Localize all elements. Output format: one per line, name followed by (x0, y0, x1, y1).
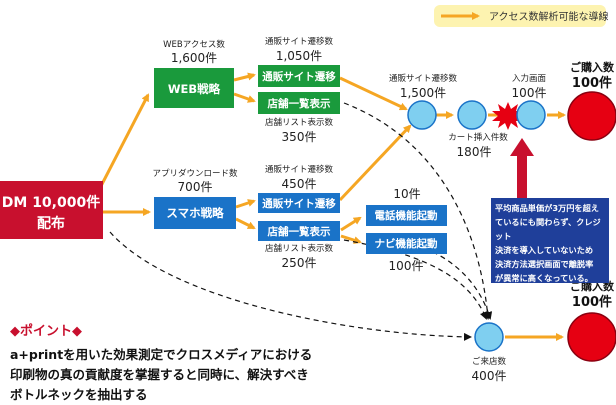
note-line: が異常に高くなっている。 (495, 273, 593, 283)
source-box: DM 10,000件 配布 (0, 181, 103, 239)
arrow-dm-to-web (98, 93, 150, 189)
web-count: 1,600件 (171, 51, 217, 65)
app-caption: アプリダウンロード数 (152, 168, 238, 179)
app-strategy-box (154, 197, 236, 229)
phone-label: 電話機能起動 (375, 209, 438, 222)
note-line: 決済方法選択画面で離脱率 (495, 259, 594, 269)
phone-count: 10件 (393, 187, 420, 201)
cart-caption: カート挿入件数 (448, 132, 508, 143)
app-ec-label: 通販サイト遷移 (262, 197, 336, 210)
cart-node (457, 100, 487, 130)
web-store-label: 店舗一覧表示 (267, 97, 331, 110)
web-store-box (258, 92, 340, 114)
bottleneck-pointer-arrow (510, 138, 534, 198)
point-line: ボトルネックを抽出する (10, 387, 148, 402)
navi-count: 100件 (389, 259, 424, 273)
ec-total-count: 1,500件 (400, 86, 446, 100)
arrow-appstore-to-phone (340, 216, 362, 232)
input-count: 100件 (512, 86, 547, 100)
web-ec-label: 通販サイト遷移 (262, 70, 336, 83)
note-line: 平均商品単価が3万円を超え (495, 203, 599, 213)
purchase-online-node (567, 91, 616, 141)
dashed-dm-to-visit (109, 231, 472, 341)
web-ec-box (258, 65, 340, 87)
arrow-webec-to-total (339, 76, 408, 111)
web-caption: WEBアクセス数 (163, 39, 225, 50)
point-line: a+printを用いた効果測定でクロスメディアにおける (10, 347, 313, 362)
app-count: 700件 (178, 180, 213, 194)
ec-total-caption: 通販サイト遷移数 (389, 73, 458, 84)
navi-box (366, 233, 447, 254)
phone-box (366, 205, 447, 226)
app-ec-caption: 通販サイト遷移数 (265, 164, 334, 175)
app-store-count: 250件 (282, 256, 317, 270)
point-body: a+printを用いた効果測定でクロスメディアにおける 印刷物の真の貢献度を掌握… (10, 345, 390, 405)
point-title: ◆ポイント◆ (10, 324, 82, 339)
visit-caption: ご来店数 (472, 356, 507, 367)
point-section: ◆ポイント◆ a+printを用いた効果測定でクロスメディアにおける 印刷物の真… (10, 320, 390, 405)
web-ec-count: 1,050件 (276, 49, 322, 63)
app-ec-box (258, 193, 340, 213)
arrow-appstore-to-navi (340, 234, 362, 245)
visit-count: 400件 (472, 369, 507, 383)
purchase-store-node (567, 312, 616, 362)
note-line: ているにも関わらず、クレジット (495, 217, 601, 241)
visit-node (474, 322, 504, 352)
arrow-app-to-store (235, 217, 256, 230)
purchase-online-count: 100件 (572, 75, 612, 91)
app-ec-count: 450件 (282, 177, 317, 191)
bottleneck-note: 平均商品単価が3万円を超え ているにも関わらず、クレジット 決済を導入していない… (491, 198, 609, 283)
legend-box (434, 5, 606, 27)
web-store-count: 350件 (282, 130, 317, 144)
app-strategy-label: スマホ戦略 (166, 206, 224, 220)
dashed-navi-to-visit (415, 244, 493, 320)
source-line1: DM 10,000件 (2, 194, 100, 211)
cart-count: 180件 (457, 145, 492, 159)
dashed-web-store-to-visit (343, 102, 492, 320)
web-store-caption: 店舗リスト表示数 (265, 117, 334, 128)
app-store-box (258, 221, 340, 241)
arrow-web-to-store (233, 92, 256, 103)
arrow-web-to-ec (233, 72, 256, 82)
input-node (516, 100, 546, 130)
source-rect (0, 181, 103, 239)
bottleneck-burst-icon (492, 102, 524, 130)
arrow-appec-to-total (338, 124, 412, 202)
app-store-label: 店舗一覧表示 (267, 225, 331, 238)
legend: アクセス数解析可能な導線 (434, 5, 609, 27)
web-strategy-label: WEB戦略 (168, 82, 221, 96)
source-line2: 配布 (37, 215, 65, 232)
purchase-online-caption: ご購入数 (570, 60, 615, 74)
purchase-store-count: 100件 (572, 294, 612, 310)
web-ec-caption: 通販サイト遷移数 (265, 36, 334, 47)
navi-label: ナビ機能起動 (375, 237, 438, 250)
ec-total-node (407, 100, 437, 130)
point-line: 印刷物の真の貢献度を掌握すると同時に、解決すべき (10, 367, 309, 382)
arrow-app-to-ec (235, 199, 256, 209)
legend-text: アクセス数解析可能な導線 (489, 10, 609, 23)
app-store-caption: 店舗リスト表示数 (265, 243, 334, 254)
input-caption: 入力画面 (512, 73, 547, 84)
note-line: 決済を導入していないため (495, 245, 594, 255)
web-strategy-box (154, 68, 234, 108)
